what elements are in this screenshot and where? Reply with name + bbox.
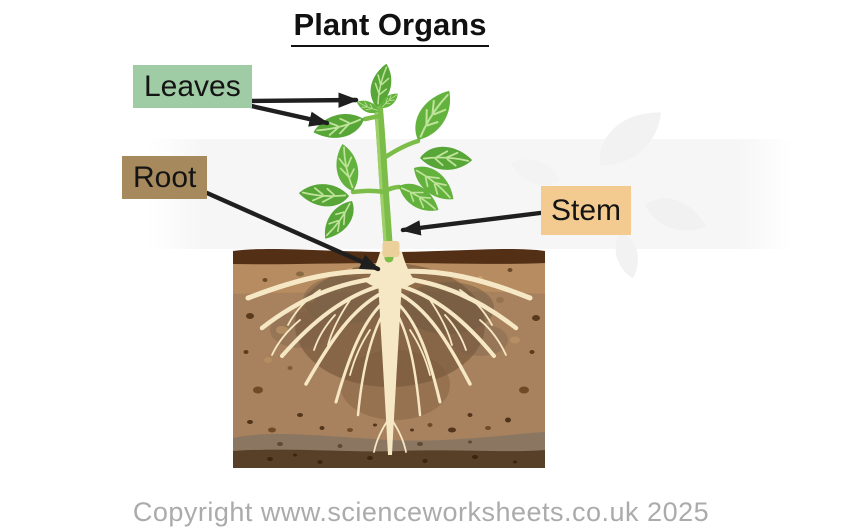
soil-bottom-dark-band: [233, 449, 545, 468]
leaf: [311, 110, 367, 142]
root-twigs: [271, 289, 507, 453]
stem-label: Stem: [541, 186, 632, 235]
branches: [350, 113, 421, 195]
page-title-text: Plant Organs: [290, 7, 490, 47]
leaf: [333, 142, 361, 193]
taproot: [378, 278, 402, 455]
arrow-root: [204, 190, 381, 272]
faint-background-band: [148, 139, 792, 249]
plant-group: [297, 61, 474, 263]
leaf: [405, 84, 462, 146]
arrow-leaves-lower: [244, 102, 330, 127]
page-title: Plant Organs: [0, 7, 780, 47]
stem-collar: [382, 241, 400, 257]
stem: [372, 90, 394, 263]
roots-group: [245, 249, 533, 455]
root-label: Root: [122, 156, 208, 199]
soil-cross-section: [233, 249, 545, 468]
pointer-arrows: [204, 92, 543, 272]
arrow-stem: [400, 210, 543, 236]
root-laterals: [245, 268, 533, 417]
leaves-label: Leaves: [133, 65, 252, 108]
soil-speckles: [243, 268, 540, 464]
arrow-leaves-upper: [246, 92, 359, 108]
copyright-text: Copyright www.scienceworksheets.co.uk 20…: [132, 497, 710, 527]
